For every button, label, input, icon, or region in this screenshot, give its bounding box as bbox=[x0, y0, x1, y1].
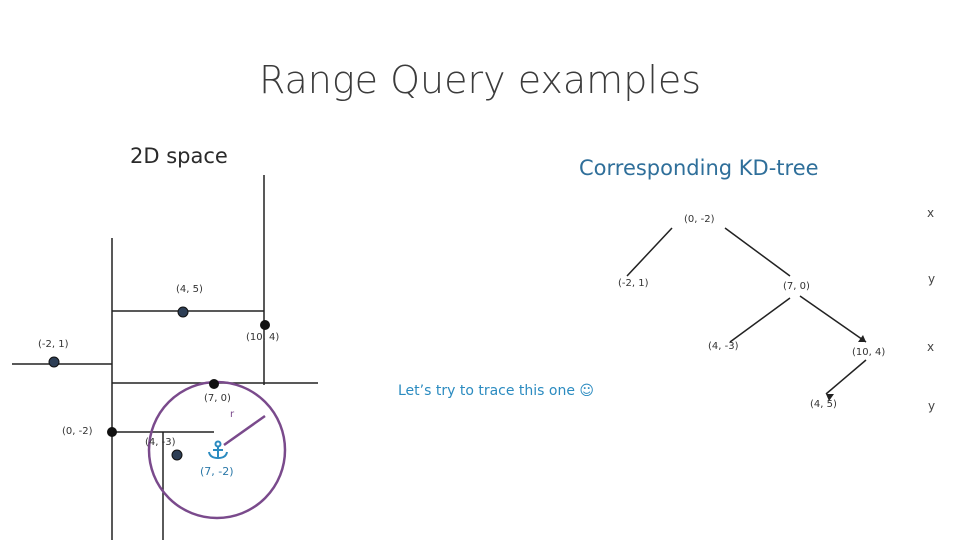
space-heading: 2D space bbox=[130, 144, 228, 168]
radius-line bbox=[223, 414, 266, 447]
tree-edge bbox=[626, 227, 673, 277]
point-label: (4, -3) bbox=[145, 437, 176, 448]
query-point-label: (7, -2) bbox=[200, 465, 234, 478]
point-4-neg3 bbox=[171, 449, 183, 461]
edge-arrowhead bbox=[858, 335, 866, 342]
point-label: (7, 0) bbox=[204, 393, 231, 404]
tree-edge bbox=[825, 359, 867, 395]
tree-node: (4, -3) bbox=[708, 341, 739, 352]
point-7-0 bbox=[209, 379, 219, 389]
point-10-4 bbox=[260, 320, 270, 330]
point-4-5 bbox=[177, 306, 189, 318]
edge-arrowhead bbox=[826, 394, 834, 401]
point-label: (0, -2) bbox=[62, 426, 93, 437]
point-label: (10, 4) bbox=[246, 332, 280, 343]
tree-edge bbox=[729, 297, 791, 343]
tree-edge bbox=[799, 295, 867, 343]
tree-node: (10, 4) bbox=[852, 347, 886, 358]
radius-label: r bbox=[230, 409, 235, 420]
point-neg2-1 bbox=[48, 356, 60, 368]
tree-edge bbox=[724, 227, 791, 277]
level-indicator: x bbox=[927, 340, 935, 354]
slide-title: Range Query examples bbox=[258, 58, 702, 102]
tree-heading: Corresponding KD-tree bbox=[579, 156, 819, 180]
level-indicator: x bbox=[927, 206, 935, 220]
tree-node: (-2, 1) bbox=[618, 278, 649, 289]
anchor-icon bbox=[208, 440, 228, 460]
level-indicator: y bbox=[928, 399, 936, 413]
tree-node: (4, 5) bbox=[810, 399, 837, 410]
tree-node: (7, 0) bbox=[783, 281, 810, 292]
level-indicator: y bbox=[928, 272, 936, 286]
point-label: (4, 5) bbox=[176, 284, 203, 295]
point-0-neg2 bbox=[107, 427, 117, 437]
tree-node: (0, -2) bbox=[684, 214, 715, 225]
point-label: (-2, 1) bbox=[38, 339, 69, 350]
trace-note: Let’s try to trace this one ☺ bbox=[398, 383, 595, 399]
